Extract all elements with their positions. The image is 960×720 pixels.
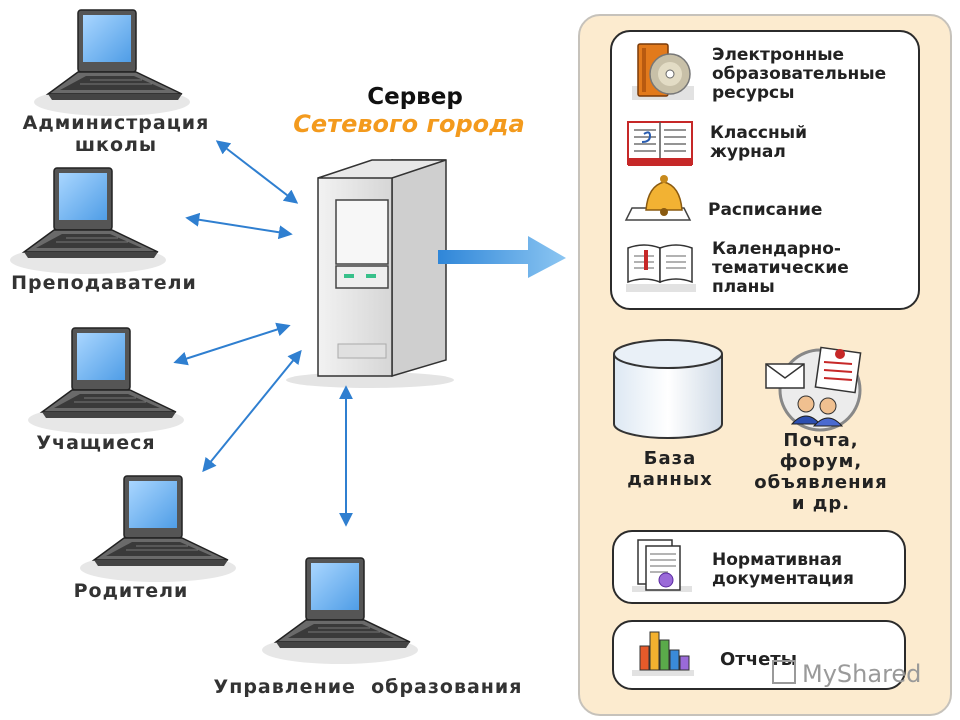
- client-label-management: Управление образования: [213, 676, 523, 698]
- reports-label: Отчеты: [720, 649, 798, 670]
- resource-icons: [624, 43, 696, 292]
- watermark: MyShared: [772, 660, 921, 688]
- big-arrow: [438, 236, 566, 278]
- resource-label-journal: Классный журнал: [710, 123, 808, 162]
- server-subtitle: Сетевого города: [293, 110, 525, 138]
- arrow-teachers: [185, 212, 293, 240]
- bell-icon: [624, 175, 692, 221]
- laptop-icon-management: [261, 557, 419, 665]
- connection-arrows: [173, 140, 353, 527]
- resource-label-plans: Календарно- тематические планы: [712, 239, 849, 297]
- document-icon: [632, 539, 692, 592]
- laptop-icon-students: [27, 327, 185, 435]
- arrow-students: [173, 322, 291, 366]
- laptop-icon-parents: [79, 475, 237, 583]
- bar-chart-icon: [632, 631, 694, 676]
- server-icon: [286, 159, 454, 388]
- database-label: База данных: [627, 448, 713, 490]
- open-book-icon: [626, 244, 696, 292]
- server-title: Сервер: [367, 84, 463, 110]
- laptop-icon-teachers: [9, 167, 167, 275]
- arrow-parents: [202, 349, 302, 473]
- watermark-logo-icon: [772, 660, 796, 684]
- journal-icon: [627, 121, 693, 166]
- disc-book-icon: [632, 43, 694, 100]
- laptop-icon-administration: [33, 9, 191, 117]
- middle-icons: [613, 339, 862, 439]
- mail-users-icon: [765, 346, 862, 432]
- docs-label: Нормативная документация: [712, 550, 854, 589]
- mail-label: Почта, форум, объявления и др.: [754, 430, 888, 514]
- client-label-students: Учащиеся: [36, 432, 156, 454]
- client-label-teachers: Преподаватели: [11, 272, 197, 294]
- database-icon: [613, 339, 723, 439]
- resource-label-eor: Электронные образовательные ресурсы: [712, 45, 887, 103]
- arrow-administration: [215, 140, 299, 204]
- client-label-parents: Родители: [73, 580, 189, 602]
- client-label-administration: Администрация школы: [22, 112, 210, 156]
- resource-label-schedule: Расписание: [708, 200, 823, 220]
